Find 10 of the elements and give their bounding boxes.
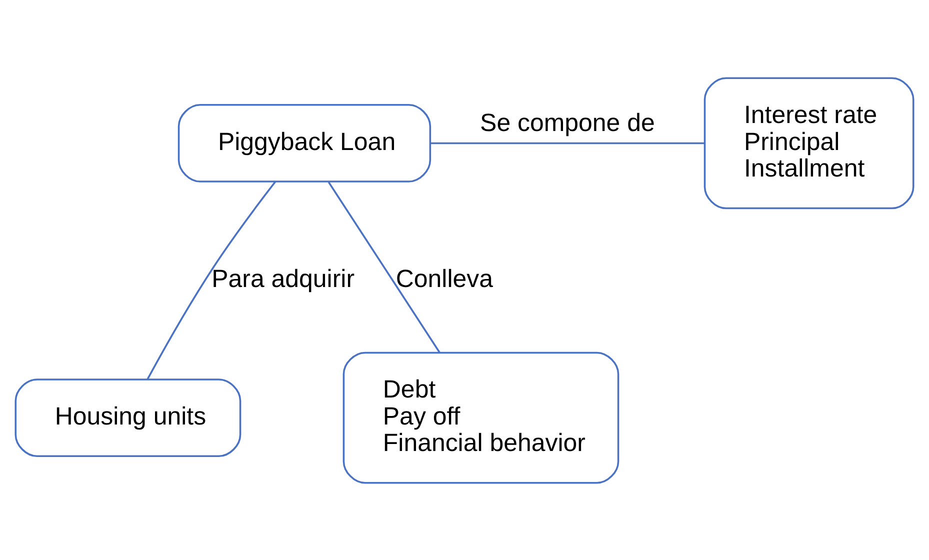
node-box: Piggyback Loan xyxy=(178,103,432,182)
connector xyxy=(430,142,704,144)
connector xyxy=(328,181,440,352)
node-box: Housing units xyxy=(14,378,242,457)
edge-label: Para adquirir xyxy=(212,264,355,293)
node-box: Debt Pay off Financial behavior xyxy=(342,351,620,484)
node-box: Interest rate Principal Installment xyxy=(704,76,914,209)
edge-label: Conlleva xyxy=(396,264,493,293)
edge-label: Se compone de xyxy=(480,108,655,137)
connector xyxy=(146,180,276,380)
